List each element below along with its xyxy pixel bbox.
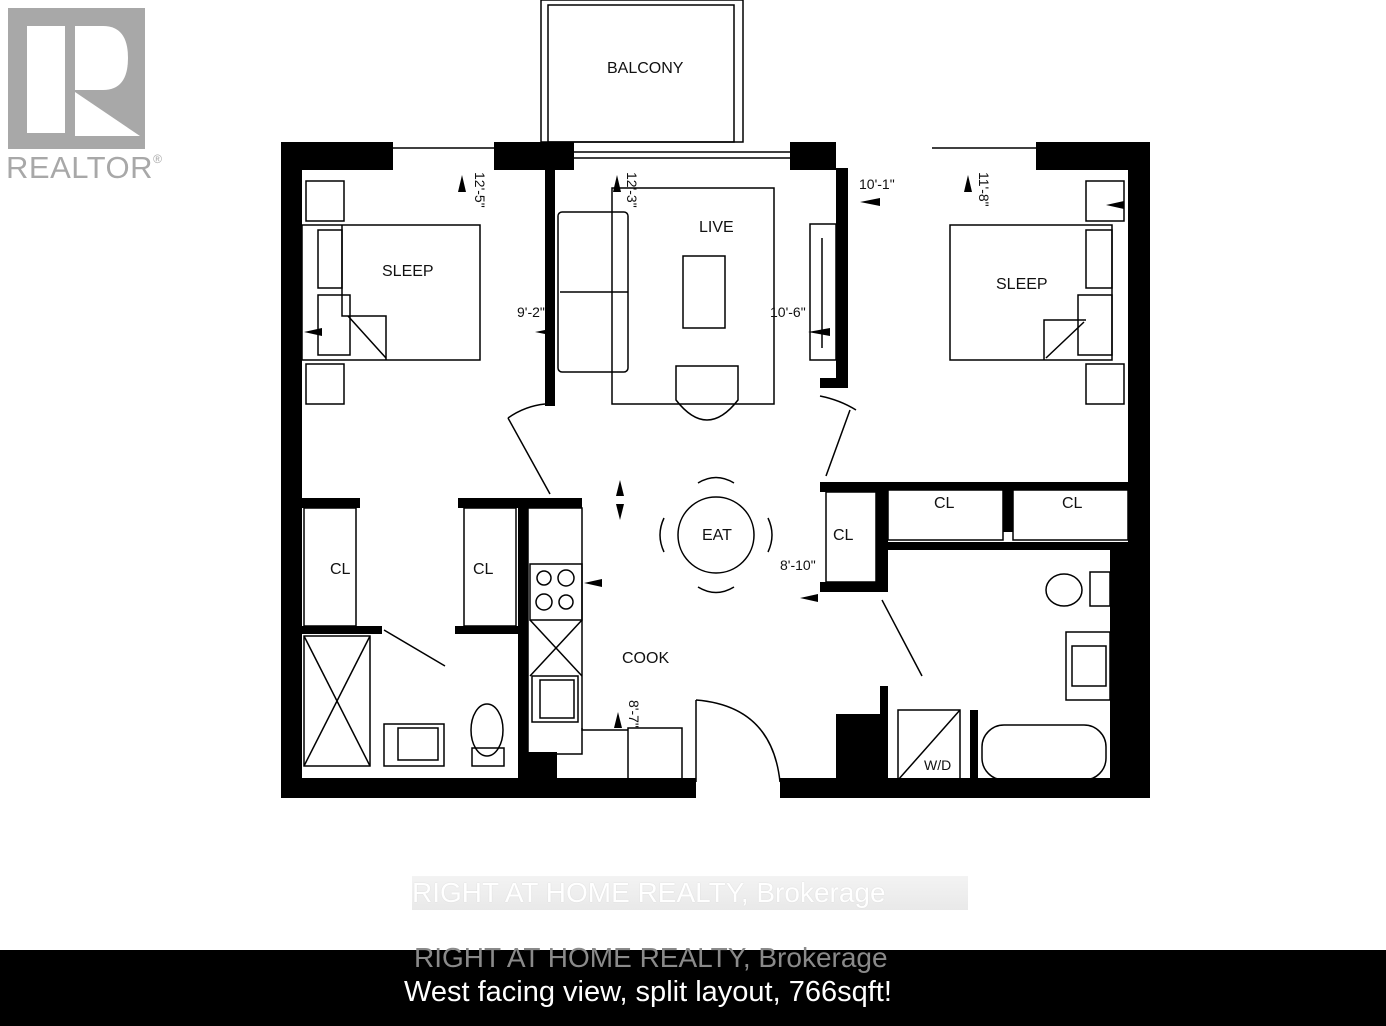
dimension-sleep-right-width: 10'-1" [859, 176, 895, 192]
room-label-balcony: BALCONY [607, 60, 684, 77]
dimension-eat-width: 8'-10" [780, 557, 816, 573]
room-label-cook: COOK [622, 650, 670, 667]
dimension-live-width: 10'-6" [770, 304, 806, 320]
caption-bar: RIGHT AT HOME REALTY, Brokerage West fac… [0, 942, 1386, 1026]
room-label-eat: EAT [702, 527, 732, 544]
brokerage-watermark: RIGHT AT HOME REALTY, Brokerage [412, 876, 968, 910]
listing-caption: West facing view, split layout, 766sqft! [404, 976, 892, 1008]
walls [281, 142, 1150, 798]
dimension-cook-length: 8'-7" [626, 700, 642, 728]
room-label-closet: CL [833, 527, 854, 544]
room-label-closet: CL [473, 561, 494, 578]
room-label-closet: CL [330, 561, 351, 578]
dimension-markers [304, 175, 1124, 728]
dimension-live-length: 12'-3" [624, 172, 640, 208]
dimension-sleep-left-length: 12'-5" [472, 172, 488, 208]
room-label-sleep-right: SLEEP [996, 276, 1048, 293]
room-label-live: LIVE [699, 219, 734, 236]
footer-brokerage: RIGHT AT HOME REALTY, Brokerage [414, 942, 888, 973]
room-label-closet: CL [934, 495, 955, 512]
room-label-sleep-left: SLEEP [382, 263, 434, 280]
room-label-closet: CL [1062, 495, 1083, 512]
room-label-laundry: W/D [924, 757, 952, 773]
dimension-sleep-left-width: 9'-2" [517, 304, 545, 320]
realtor-logo [8, 8, 145, 149]
fixtures [301, 0, 1129, 783]
dimension-sleep-right-length: 11'-8" [976, 172, 992, 207]
realtor-wordmark: REALTOR® [6, 150, 163, 185]
realtor-r-icon [27, 26, 140, 136]
